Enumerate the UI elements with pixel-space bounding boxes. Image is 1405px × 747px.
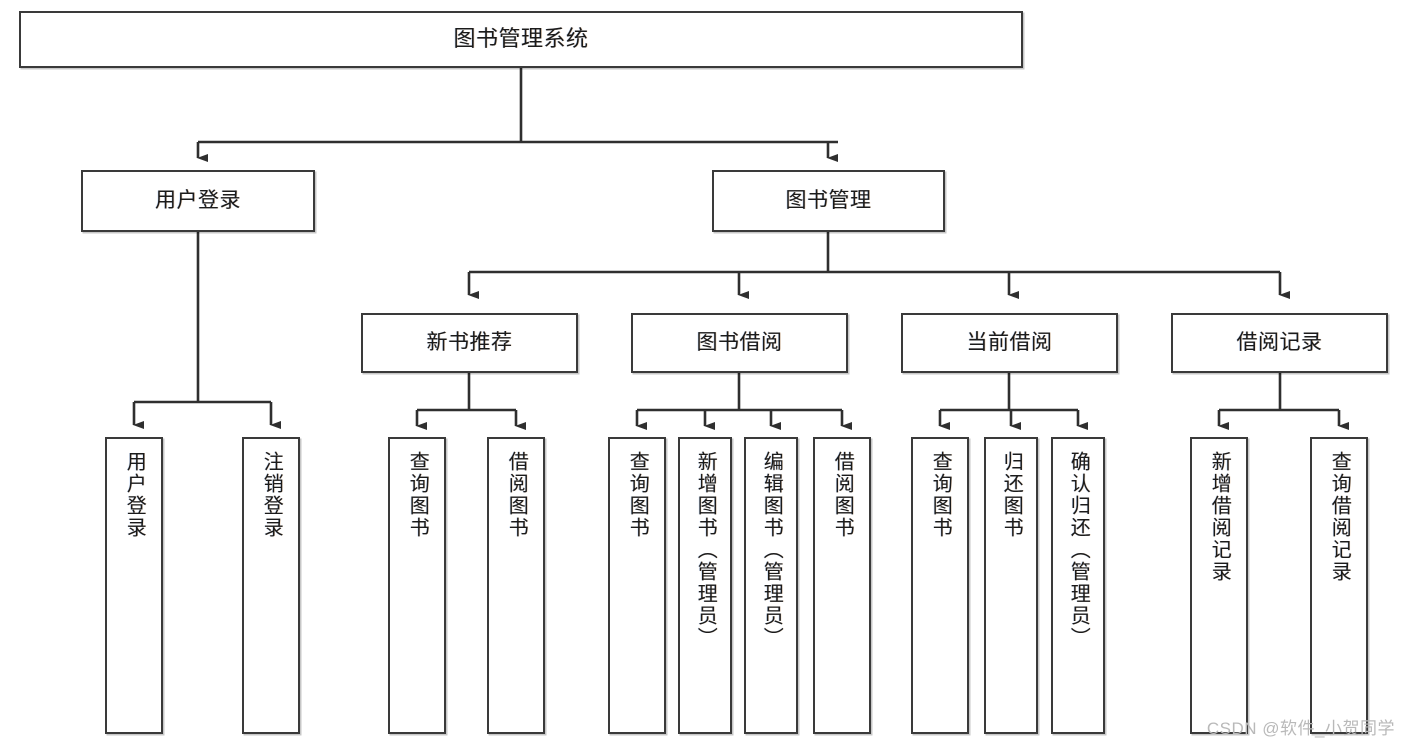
node-new-book-recommend[interactable]: 新书推荐	[361, 313, 578, 373]
node-label: 新书推荐	[426, 331, 513, 355]
node-current-borrow[interactable]: 当前借阅	[901, 313, 1118, 373]
node-label: 编辑图书（管理员）	[760, 451, 783, 649]
node-leaf-query-book-3[interactable]: 查询图书	[911, 437, 969, 734]
node-label: 借阅记录	[1236, 331, 1323, 355]
node-label: 查询图书	[929, 451, 952, 539]
node-label: 当前借阅	[966, 331, 1053, 355]
node-leaf-confirm-return[interactable]: 确认归还（管理员）	[1051, 437, 1105, 734]
node-label: 借阅图书	[505, 451, 528, 539]
node-label: 用户登录	[155, 189, 241, 213]
node-borrow-record[interactable]: 借阅记录	[1171, 313, 1388, 373]
node-leaf-add-record[interactable]: 新增借阅记录	[1190, 437, 1248, 734]
node-label: 查询图书	[406, 451, 429, 539]
node-leaf-query-book-2[interactable]: 查询图书	[608, 437, 666, 734]
node-user-login[interactable]: 用户登录	[81, 170, 315, 232]
node-leaf-user-login[interactable]: 用户登录	[105, 437, 163, 734]
node-label: 用户登录	[123, 451, 146, 539]
node-label: 借阅图书	[831, 451, 854, 539]
node-root-system[interactable]: 图书管理系统	[19, 11, 1023, 68]
watermark-text: CSDN @软件_小贺同学	[1206, 719, 1395, 738]
node-leaf-return-book[interactable]: 归还图书	[984, 437, 1038, 734]
node-label: 确认归还（管理员）	[1067, 451, 1090, 649]
node-book-manage[interactable]: 图书管理	[712, 170, 945, 232]
node-leaf-logout[interactable]: 注销登录	[242, 437, 300, 734]
node-label: 归还图书	[1000, 451, 1023, 539]
node-leaf-borrow-book-2[interactable]: 借阅图书	[813, 437, 871, 734]
node-label: 查询借阅记录	[1328, 451, 1351, 583]
node-label: 图书管理系统	[453, 26, 589, 52]
node-leaf-borrow-book-1[interactable]: 借阅图书	[487, 437, 545, 734]
node-label: 查询图书	[626, 451, 649, 539]
node-label: 图书借阅	[696, 331, 783, 355]
node-label: 新增图书（管理员）	[694, 451, 717, 649]
node-label: 图书管理	[785, 189, 872, 213]
node-book-borrow[interactable]: 图书借阅	[631, 313, 848, 373]
node-leaf-query-book-1[interactable]: 查询图书	[388, 437, 446, 734]
node-leaf-edit-book[interactable]: 编辑图书（管理员）	[744, 437, 798, 734]
node-label: 新增借阅记录	[1208, 451, 1231, 583]
node-leaf-add-book[interactable]: 新增图书（管理员）	[678, 437, 732, 734]
node-label: 注销登录	[260, 451, 283, 539]
node-leaf-query-record[interactable]: 查询借阅记录	[1310, 437, 1368, 734]
